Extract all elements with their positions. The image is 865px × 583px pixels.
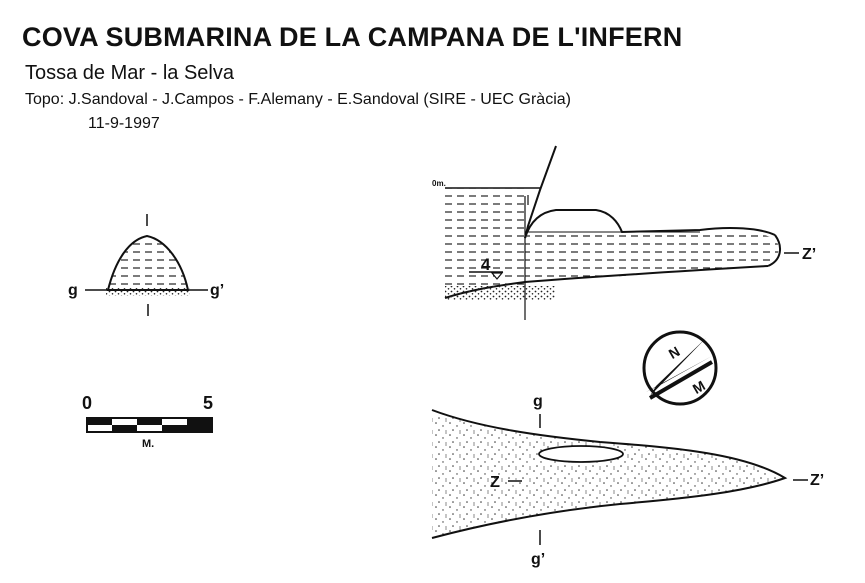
- plan-view: g g’ Z Z’: [431, 393, 824, 568]
- surface-level-label: 0m.: [432, 179, 446, 188]
- north-arrow-compass: N M: [642, 330, 718, 406]
- map-subtitle: Tossa de Mar - la Selva: [25, 62, 234, 84]
- plan-top-label: g: [533, 393, 543, 410]
- survey-credits: Topo: J.Sandoval - J.Campos - F.Alemany …: [25, 91, 571, 108]
- scale-min-label: 0: [82, 393, 92, 413]
- depth-label: 4: [481, 255, 491, 274]
- profile-end-label: Z’: [802, 246, 816, 263]
- plan-right-label: Z’: [810, 472, 824, 489]
- cross-section-right-label: g’: [210, 282, 224, 299]
- plan-left-label: Z: [490, 474, 500, 491]
- survey-date: 11-9-1997: [88, 115, 160, 132]
- scale-bar: 0 5 M.: [82, 393, 213, 450]
- scale-unit-label: M.: [142, 438, 154, 450]
- map-title: COVA SUBMARINA DE LA CAMPANA DE L'INFERN: [22, 22, 683, 52]
- profile-section: 0m. 4 Z’: [432, 145, 816, 320]
- plan-bottom-label: g’: [531, 551, 545, 568]
- cross-section-g: g g’: [68, 214, 224, 316]
- scale-max-label: 5: [203, 393, 213, 413]
- cross-section-left-label: g: [68, 282, 78, 299]
